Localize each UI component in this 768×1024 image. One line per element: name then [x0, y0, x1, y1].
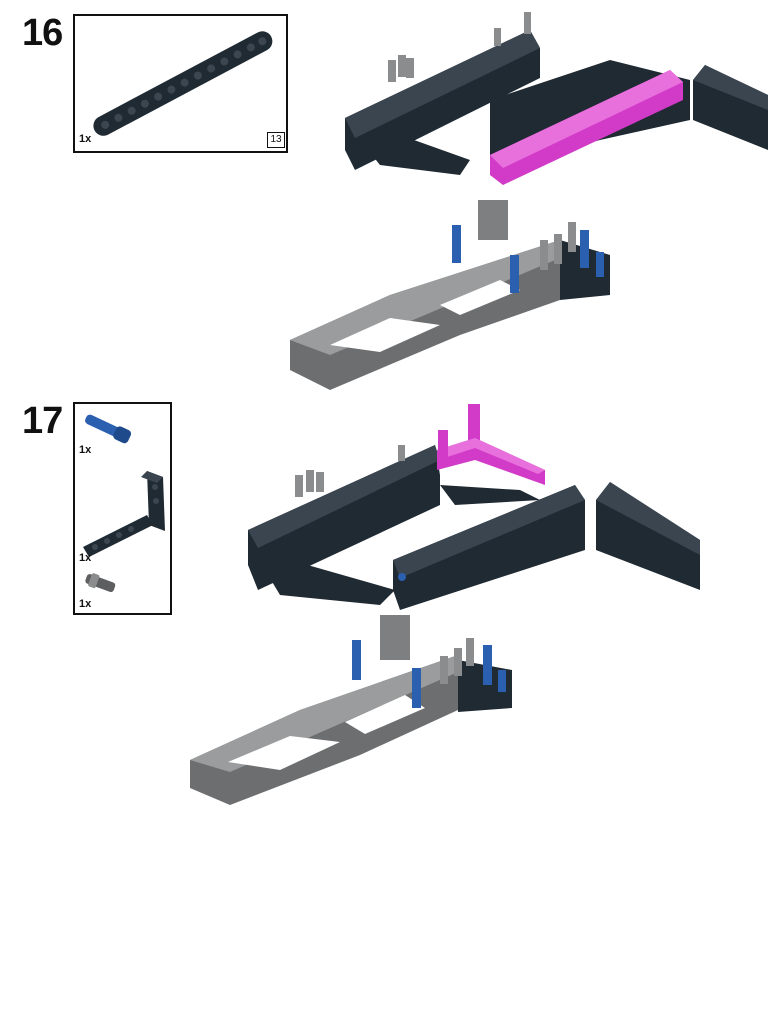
blue-axle-pin-part-image: [85, 414, 132, 444]
l-beam-part-image: [83, 471, 165, 557]
assembly-illustration: [290, 12, 768, 390]
step-number: 17: [22, 400, 63, 442]
grey-pin-part-image: [85, 573, 116, 593]
step-16: 16 1x 13: [0, 0, 768, 400]
beam-13-part-image: [93, 31, 273, 136]
new-part-highlight: [490, 70, 683, 185]
lower-grey-frame: [290, 200, 610, 390]
step-17: 17 1x 1x 1x: [0, 390, 768, 850]
parts-callout: 1x 13: [73, 14, 288, 153]
step-number: 16: [22, 12, 63, 54]
part-quantity: 1x: [79, 133, 92, 145]
beam-length-badge: 13: [267, 132, 285, 148]
new-part-highlight: [437, 404, 545, 485]
parts-callout: 1x 1x 1x: [73, 402, 172, 615]
upper-dark-frame: [248, 445, 700, 610]
part-quantity: 1x: [79, 552, 92, 564]
lower-grey-frame: [190, 615, 512, 805]
part-quantity: 1x: [79, 598, 92, 610]
assembly-illustration: [190, 404, 700, 805]
part-quantity: 1x: [79, 444, 92, 456]
